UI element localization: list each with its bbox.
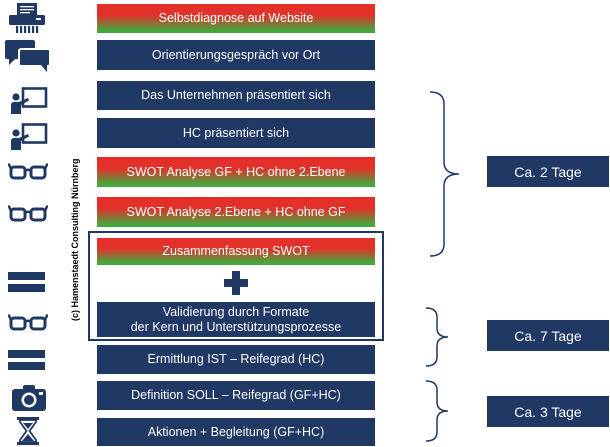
step-swot-second-level: SWOT Analyse 2.Ebene + HC ohne GF <box>97 197 375 227</box>
summary-frame <box>88 231 384 341</box>
plus-icon <box>224 271 248 295</box>
presentation-icon <box>10 123 48 150</box>
step-company-presentation: Das Unternehmen präsentiert sich <box>97 81 375 110</box>
step-hc-presentation: HC präsentiert sich <box>97 118 375 148</box>
glasses-icon <box>8 205 48 223</box>
equals-icon <box>8 272 45 293</box>
camera-icon <box>12 384 46 412</box>
hourglass-icon <box>17 417 39 445</box>
glasses-icon <box>8 163 48 181</box>
brace-2-days <box>429 91 460 257</box>
step-swot-gf-hc: SWOT Analyse GF + HC ohne 2.Ebene <box>97 157 375 187</box>
copyright-notice: (c) Hamenstaedt Consulting Nürnberg <box>70 158 80 322</box>
printer-icon <box>8 3 46 33</box>
braces <box>425 91 460 442</box>
duration-label-7-days: Ca. 7 Tage <box>487 320 609 351</box>
equals-icon <box>8 350 45 371</box>
duration-label-3-days: Ca. 3 Tage <box>487 396 609 427</box>
step-validation: Validierung durch Formate der Kern und U… <box>97 302 375 337</box>
brace-7-days <box>425 307 449 367</box>
brace-3-days <box>425 380 449 442</box>
step-orientation-meeting: Orientierungsgespräch vor Ort <box>97 40 375 70</box>
chat-bubbles-icon <box>5 40 51 72</box>
presentation-icon <box>10 87 48 114</box>
step-actions: Aktionen + Begleitung (GF+HC) <box>97 418 375 446</box>
step-current-maturity: Ermittlung IST – Reifegrad (HC) <box>97 345 375 374</box>
step-target-maturity: Definition SOLL – Reifegrad (GF+HC) <box>97 381 375 410</box>
step-swot-summary: Zusammenfassung SWOT <box>97 238 375 265</box>
glasses-icon <box>8 314 48 332</box>
step-self-diagnosis: Selbstdiagnose auf Website <box>97 4 375 33</box>
duration-label-2-days: Ca. 2 Tage <box>487 156 609 187</box>
